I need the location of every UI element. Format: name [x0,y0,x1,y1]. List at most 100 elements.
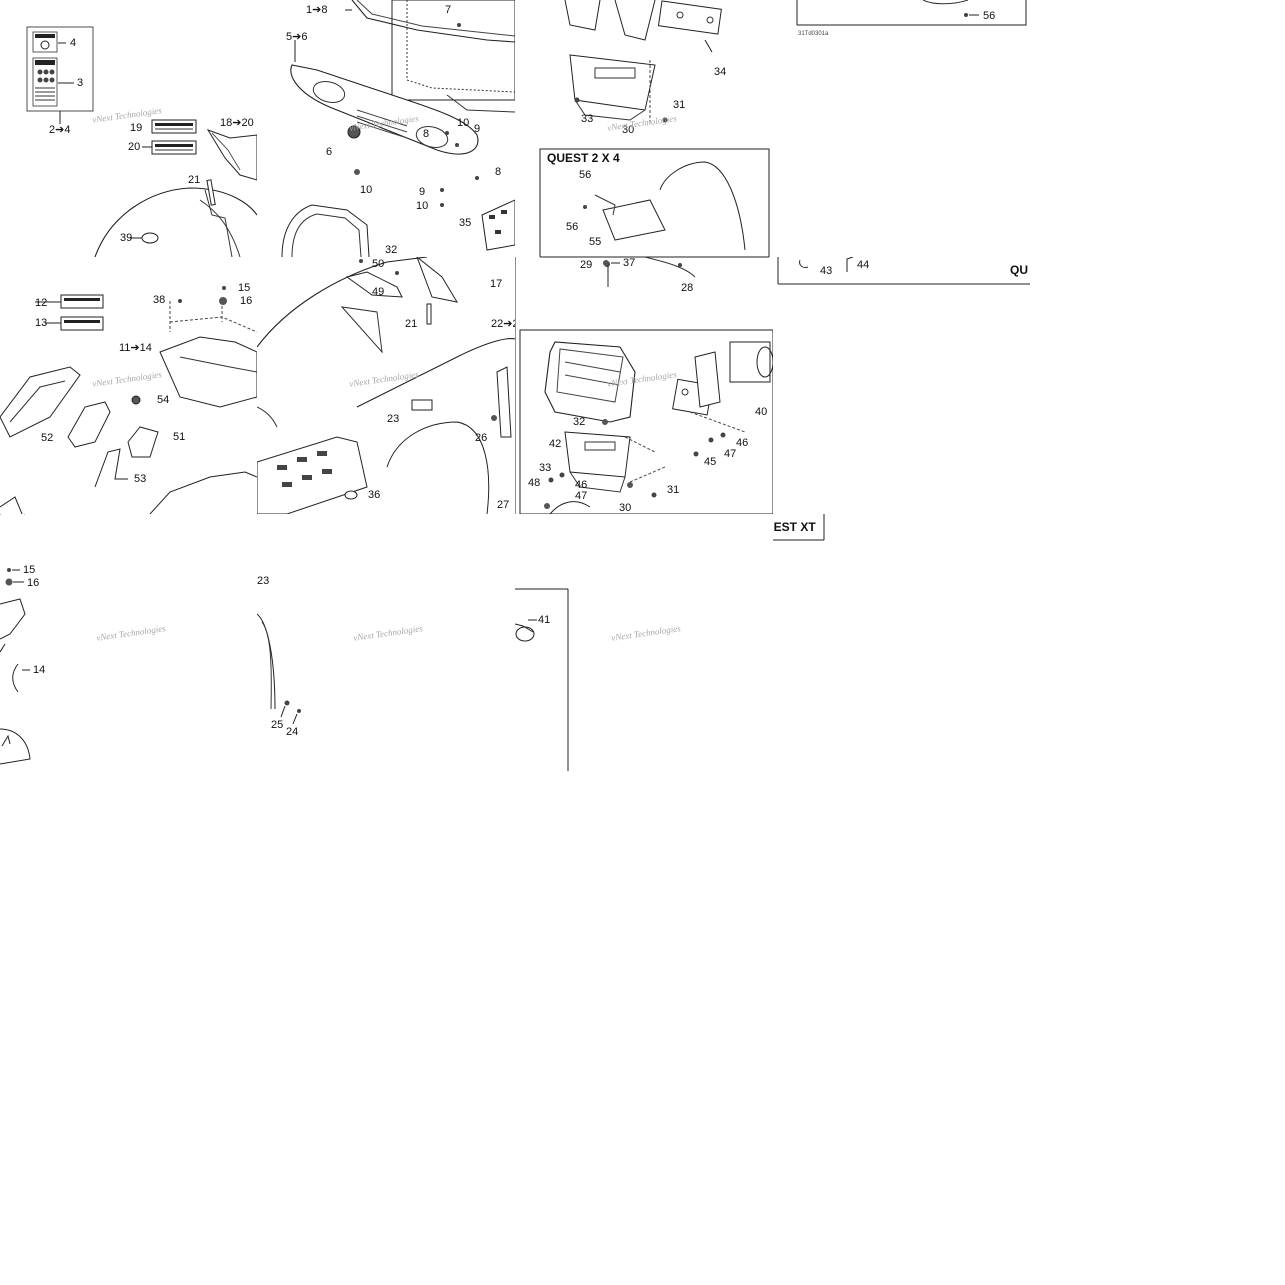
diagram-tile-bumper-2x4: 34 33 30 31 vNext Technologies QUEST 2 X… [515,0,773,257]
front-rack-drawing [281,0,515,257]
callout-56b: 56 [566,221,579,233]
callout-55: 55 [589,236,602,248]
diagram-strip-37: 37 [600,257,645,272]
callout-23: 23 [257,575,270,587]
callout-15: 15 [238,282,251,294]
callout-7: 7 [445,4,452,16]
callout-22-2: 22➔2 [491,318,515,330]
diagram-tile-frame-right: 43 44 QU [773,257,1030,287]
callout-36: 36 [368,489,381,501]
diagram-tile-bottom-left: 15 16 14 vNext Technologies [0,514,257,771]
callout-35: 35 [459,217,472,229]
callout-23: 23 [387,413,400,425]
callout-48: 48 [528,477,541,489]
frame-title-qu: QU [1010,263,1028,277]
callout-41: 41 [538,614,551,626]
callout-12: 12 [35,297,48,309]
callout-46b: 46 [575,479,588,491]
callout-44: 44 [857,259,870,271]
callout-42: 42 [549,438,562,450]
callout-46: 46 [736,437,749,449]
callout-43: 43 [820,265,833,277]
callout-10: 10 [457,117,470,129]
callout-32: 32 [385,244,398,256]
quest-xt-frame [767,514,825,541]
callout-39: 39 [120,232,133,244]
callout-34: 34 [714,66,727,78]
callout-47: 47 [724,448,737,460]
diagram-tile-fender-liners: 12 38 15 16 13 11➔14 54 52 51 53 vNext T… [0,257,257,514]
callout-11-14: 11➔14 [119,342,152,354]
callout-52: 52 [41,432,54,444]
callout-10b: 10 [360,184,373,196]
callout-30: 30 [622,124,635,136]
callout-56: 56 [579,169,592,181]
diagram-tile-front-rack: 1➔8 7 5➔6 8 10 9 6 10 9 10 8 32 35 vNext… [257,0,515,257]
bumper-2x4-drawing [539,0,770,257]
callout-4: 4 [70,37,77,49]
frame-top-right-drawing [796,0,1027,26]
callout-32: 32 [573,416,586,428]
bumper-xt-drawing [515,257,773,514]
callout-33: 33 [581,113,594,125]
frame-title-quest-xt: JEST XT [767,520,816,534]
frame-right-drawing [777,257,1030,285]
diagram-strip-quest-xt: JEST XT [767,514,827,542]
diagram-tile-bumper-xt: 40 32 42 46 47 45 33 48 46 47 30 31 29 2… [515,257,773,514]
callout-54: 54 [157,394,170,406]
fender-liners-drawing [0,286,257,514]
frame-title-quest-2x4: QUEST 2 X 4 [547,151,620,165]
callout-26: 26 [475,432,488,444]
callout-50: 50 [372,258,385,270]
callout-15: 15 [23,564,36,576]
callout-16: 16 [27,577,40,589]
callout-9: 9 [474,123,481,135]
callout-47b: 47 [575,490,588,502]
rear-fender-drawing [257,257,515,514]
callout-10c: 10 [416,200,429,212]
callout-8: 8 [423,128,430,140]
callout-25: 25 [271,719,284,731]
bottom-middle-drawing [257,613,301,725]
callout-31: 31 [673,99,686,111]
callout-37: 37 [623,257,636,269]
callout-20: 20 [128,141,141,153]
callout-30: 30 [619,502,632,514]
callout-18-20: 18➔20 [220,117,254,129]
callout-27: 27 [497,499,510,511]
callout-14: 14 [33,664,46,676]
bottom-left-drawing [0,514,31,765]
callout-17: 17 [490,278,503,290]
callout-9b: 9 [419,186,426,198]
callout-56: 56 [983,10,996,22]
callout-28: 28 [681,282,694,294]
callout-31: 31 [667,484,680,496]
diagram-tile-bottom-middle: 23 25 24 vNext Technologies [257,514,515,771]
callout-33: 33 [539,462,552,474]
callout-51: 51 [173,431,186,443]
callout-1-8: 1➔8 [306,4,328,16]
callout-8b: 8 [495,166,502,178]
callout-53: 53 [134,473,147,485]
callout-13: 13 [35,317,48,329]
callout-49: 49 [372,286,385,298]
document-code: 31Td0301a [798,31,829,37]
callout-6: 6 [326,146,333,158]
bottom-right-drawing [515,588,569,771]
callout-3: 3 [77,77,84,89]
callout-40: 40 [755,406,768,418]
diagram-tile-bottom-right: 41 vNext Technologies [515,514,773,771]
callout-45: 45 [704,456,717,468]
callout-21: 21 [405,318,418,330]
callout-16: 16 [240,295,253,307]
diagram-tile-frame-top-right: 56 31Td0301a [773,0,1030,257]
callout-19: 19 [130,122,143,134]
callout-29: 29 [580,259,593,271]
callout-24: 24 [286,726,299,738]
bolt-37-drawing [603,260,620,266]
diagram-tile-rear-fender: 50 17 49 21 22➔2 23 26 36 27 vNext Techn… [257,257,515,514]
diagram-tile-decals: 4 3 2➔4 19 18➔20 20 21 39 vNext Technolo… [0,0,257,257]
decals-drawing [26,26,257,257]
callout-5-6: 5➔6 [286,31,308,43]
callout-2-4: 2➔4 [49,124,71,136]
